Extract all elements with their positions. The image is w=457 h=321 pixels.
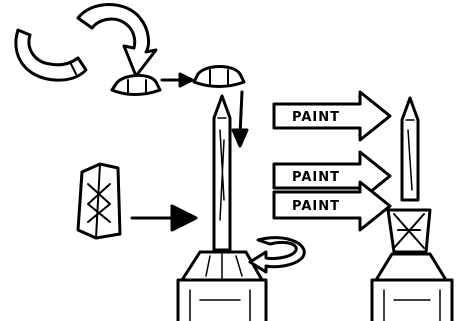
tower-piece: [76, 162, 122, 240]
arrow-tower-to-rocket: [130, 204, 198, 232]
curved-shell-piece: [14, 28, 88, 82]
paint-label-3: PAINT: [292, 199, 340, 214]
cone-piece-2: [192, 65, 246, 88]
arrow-down: [231, 90, 249, 148]
rocket-right: [370, 96, 454, 321]
paint-arrow-3: [272, 180, 392, 232]
cone-piece-1: [110, 74, 162, 96]
paint-label-2: PAINT: [292, 170, 340, 185]
paint-arrow-1: [272, 90, 392, 142]
arrow-cone-to-cone: [160, 72, 194, 88]
rocket-left: [176, 94, 268, 321]
paint-label-1: PAINT: [292, 110, 340, 125]
curved-arrow-top: [76, 3, 158, 78]
rotate-arrow: [248, 236, 306, 274]
